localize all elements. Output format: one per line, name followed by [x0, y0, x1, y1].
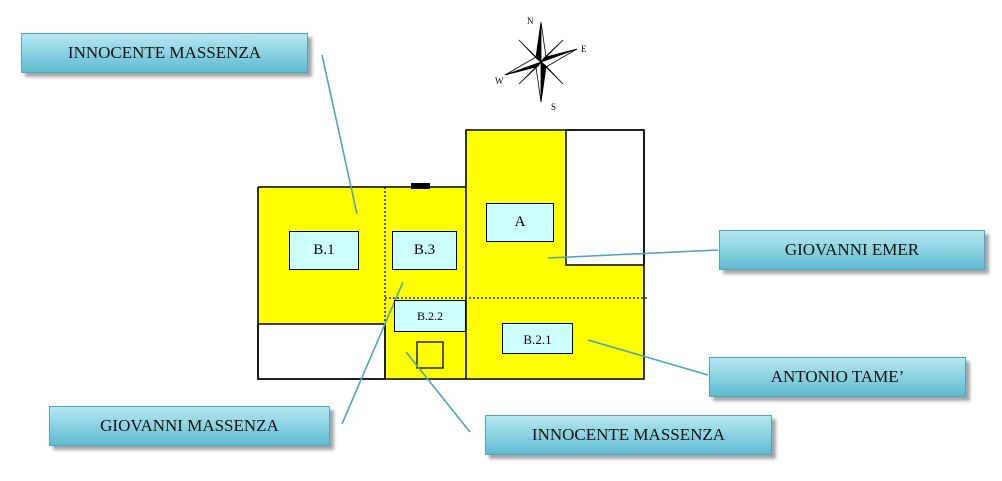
small-square-fixture: [416, 341, 444, 369]
unit-label-b22-text: B.2.2: [416, 308, 443, 323]
owner-label-giovanni-emer: GIOVANNI EMER: [719, 230, 985, 270]
owner-label-giovanni-massenza: GIOVANNI MASSENZA: [49, 406, 330, 446]
owner-label-innocente-massenza-bottom: INNOCENTE MASSENZA: [485, 415, 772, 455]
unit-label-a: A: [486, 203, 554, 242]
compass-label-e: E: [581, 44, 587, 54]
owner-name: INNOCENTE MASSENZA: [67, 43, 262, 62]
unit-label-b3: B.3: [392, 231, 457, 270]
leader-line-innocente-bottom: [405, 351, 471, 433]
owner-label-antonio-tame: ANTONIO TAME’: [709, 357, 966, 397]
leader-line-innocente-top: [321, 54, 358, 215]
owner-name: INNOCENTE MASSENZA: [531, 425, 726, 444]
unit-label-b3-text: B.3: [413, 242, 436, 258]
owner-name: ANTONIO TAME’: [770, 367, 905, 386]
owner-name: GIOVANNI EMER: [784, 240, 920, 259]
owner-label-innocente-massenza-top: INNOCENTE MASSENZA: [21, 33, 308, 73]
unit-label-b1-text: B.1: [313, 242, 335, 258]
unassigned-room-southwest: [257, 323, 386, 380]
compass-label-w: W: [495, 76, 504, 86]
unit-label-b1: B.1: [289, 231, 359, 270]
leader-line-antonio-tame: [587, 339, 709, 376]
unit-label-b21: B.2.1: [502, 323, 573, 354]
leader-line-giovanni-massenza: [341, 281, 404, 425]
compass-label-s: S: [551, 102, 556, 112]
unit-label-b21-text: B.2.1: [523, 332, 552, 347]
unassigned-room-northeast: [565, 129, 645, 266]
unit-label-b22: B.2.2: [394, 300, 466, 332]
leader-line-giovanni-emer: [547, 249, 719, 259]
compass-label-n: N: [527, 16, 534, 26]
unit-label-a-text: A: [514, 214, 526, 230]
compass-rose-icon: N E S W: [495, 16, 587, 112]
door-marker: [411, 183, 430, 189]
owner-name: GIOVANNI MASSENZA: [100, 416, 279, 435]
